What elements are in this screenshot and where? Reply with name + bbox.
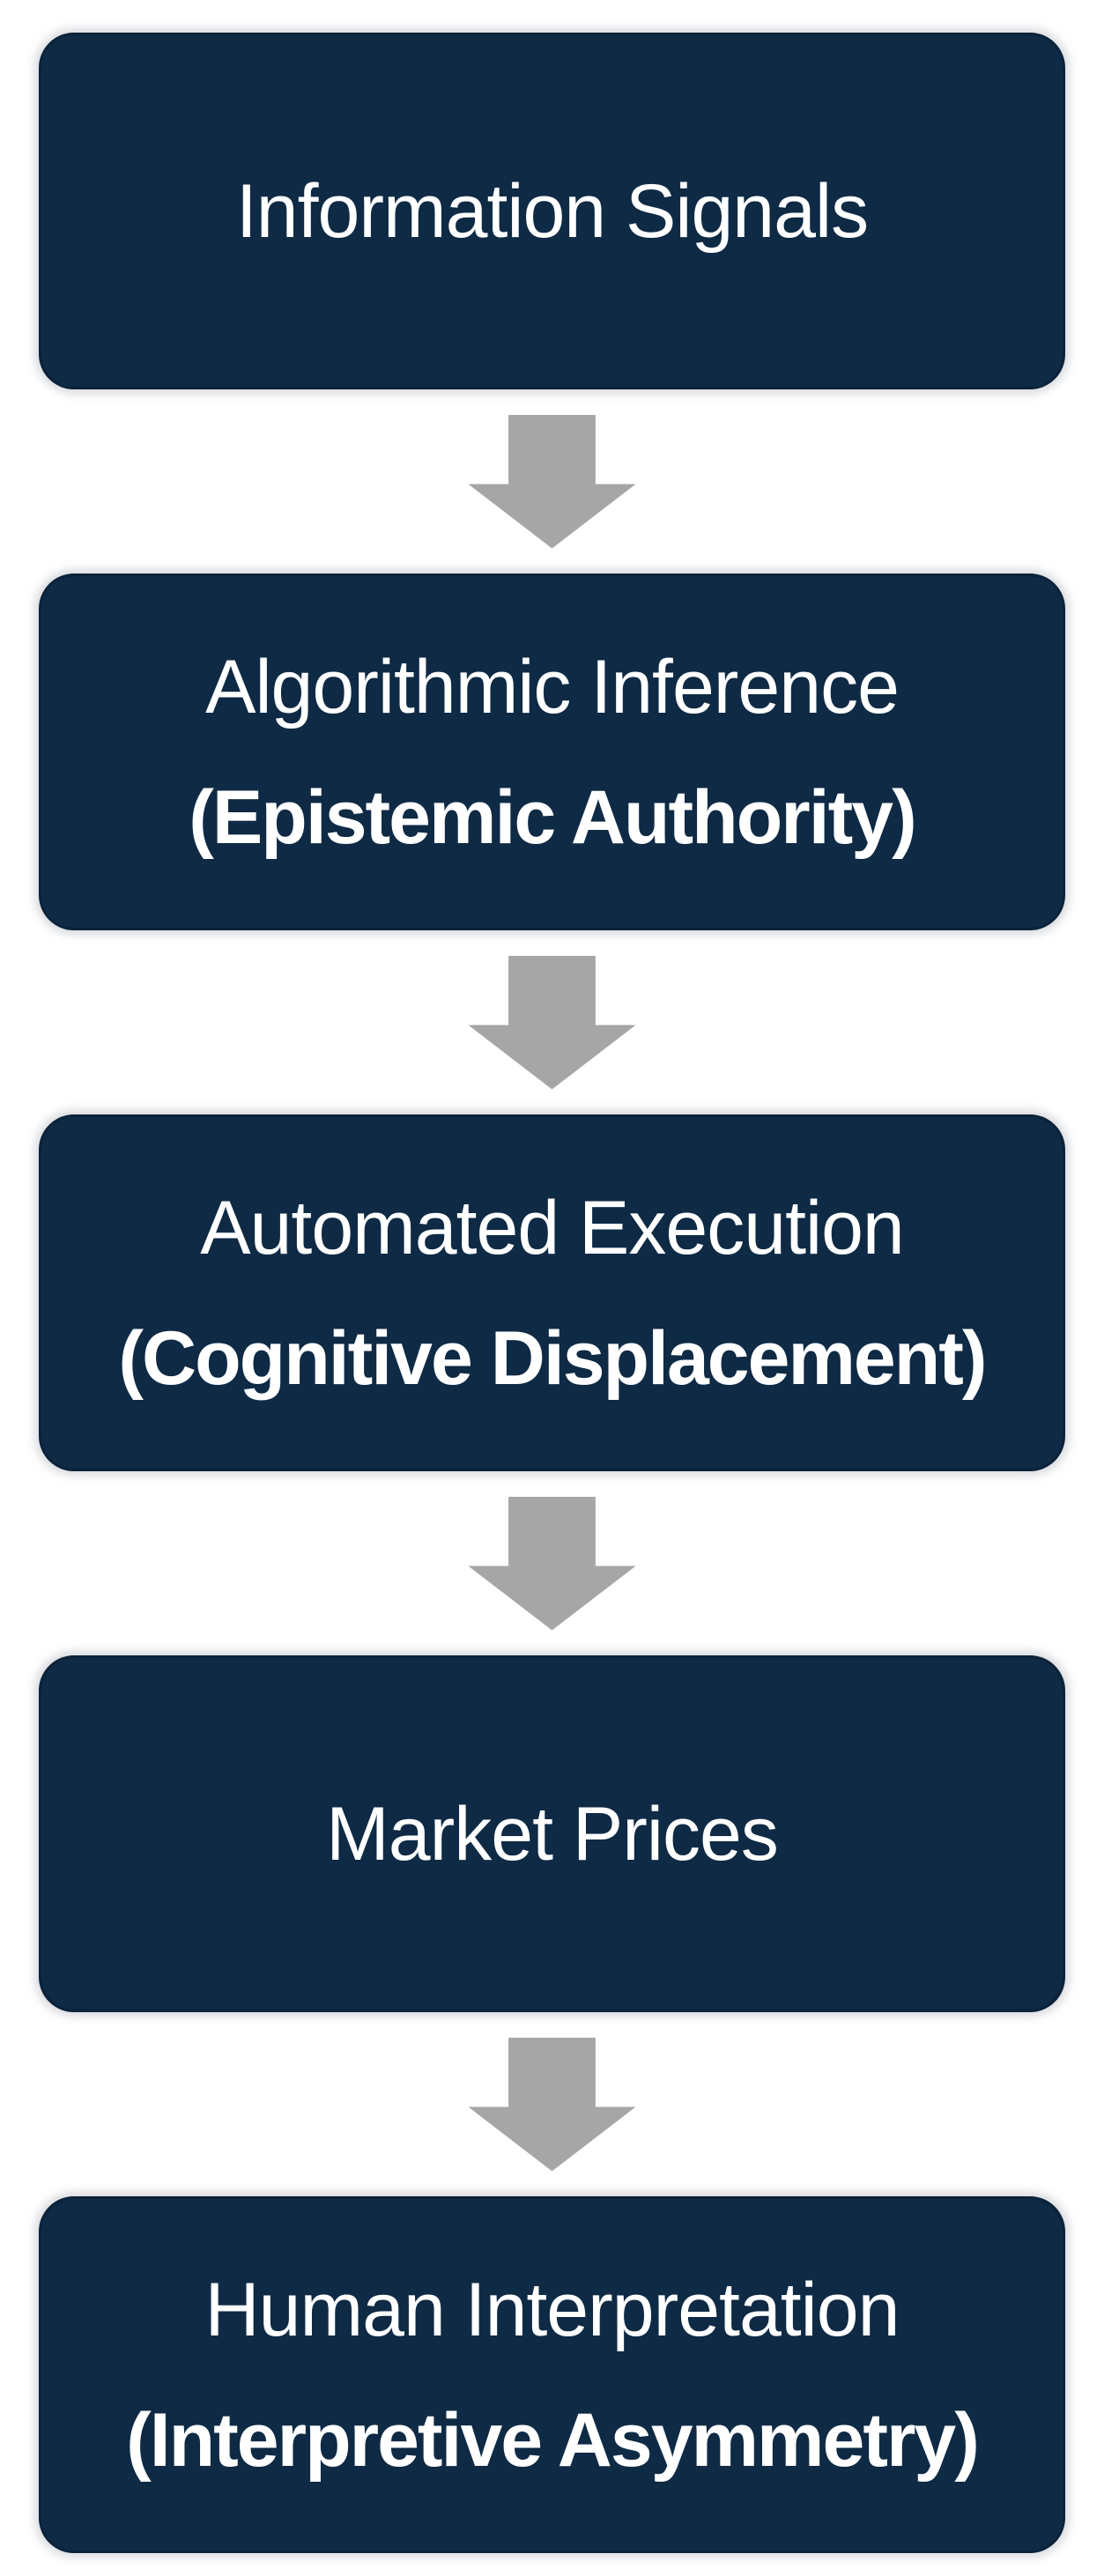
node-title: Algorithmic Inference <box>205 644 900 729</box>
edge-4 <box>468 2012 636 2196</box>
edge-3 <box>468 1471 636 1655</box>
node-title: Automated Execution <box>200 1185 905 1270</box>
down-arrow-icon <box>468 414 636 549</box>
down-arrow-icon <box>468 955 636 1090</box>
flow-node-human-interpretation: Human Interpretation (Interpretive Asymm… <box>39 2196 1065 2553</box>
node-title: Market Prices <box>326 1791 779 1876</box>
edge-1 <box>468 389 636 574</box>
node-subtitle: (Epistemic Authority) <box>189 774 916 860</box>
node-subtitle: (Cognitive Displacement) <box>118 1315 987 1401</box>
node-title: Information Signals <box>235 168 869 254</box>
flow-node-market-prices: Market Prices <box>39 1655 1065 2012</box>
flow-node-automated-execution: Automated Execution (Cognitive Displacem… <box>39 1114 1065 1471</box>
flow-node-algorithmic-inference: Algorithmic Inference (Epistemic Authori… <box>39 574 1065 930</box>
edge-2 <box>468 930 636 1114</box>
flow-node-information-signals: Information Signals <box>39 33 1065 389</box>
down-arrow-icon <box>468 2037 636 2172</box>
down-arrow-icon <box>468 1496 636 1631</box>
node-subtitle: (Interpretive Asymmetry) <box>126 2397 980 2483</box>
node-title: Human Interpretation <box>204 2267 900 2352</box>
